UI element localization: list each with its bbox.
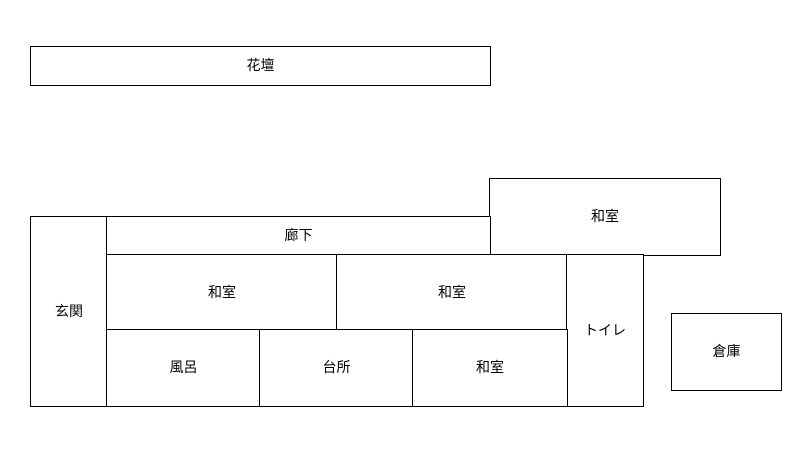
storehouse: 倉庫 bbox=[671, 313, 782, 391]
toilet-label: トイレ bbox=[584, 322, 626, 339]
middle-left-tatami-room-label: 和室 bbox=[208, 284, 236, 301]
lower-tatami-room: 和室 bbox=[412, 329, 568, 407]
upper-right-tatami-room-label: 和室 bbox=[591, 209, 619, 225]
storehouse-label: 倉庫 bbox=[712, 344, 741, 360]
entrance-label: 玄関 bbox=[55, 303, 83, 320]
entrance: 玄関 bbox=[30, 216, 108, 407]
garden-bed-label: 花壇 bbox=[246, 58, 275, 74]
garden-bed: 花壇 bbox=[30, 46, 491, 86]
middle-left-tatami-room: 和室 bbox=[106, 254, 338, 331]
middle-right-tatami-room: 和室 bbox=[336, 254, 568, 331]
toilet: トイレ bbox=[566, 254, 644, 407]
middle-right-tatami-room-label: 和室 bbox=[438, 284, 466, 301]
corridor: 廊下 bbox=[106, 216, 491, 256]
upper-right-tatami-room: 和室 bbox=[489, 178, 721, 256]
bath: 風呂 bbox=[106, 329, 261, 407]
lower-tatami-room-label: 和室 bbox=[476, 360, 504, 376]
corridor-label: 廊下 bbox=[284, 228, 313, 244]
kitchen-label: 台所 bbox=[322, 360, 351, 376]
kitchen: 台所 bbox=[259, 329, 414, 407]
bath-label: 風呂 bbox=[169, 360, 198, 376]
